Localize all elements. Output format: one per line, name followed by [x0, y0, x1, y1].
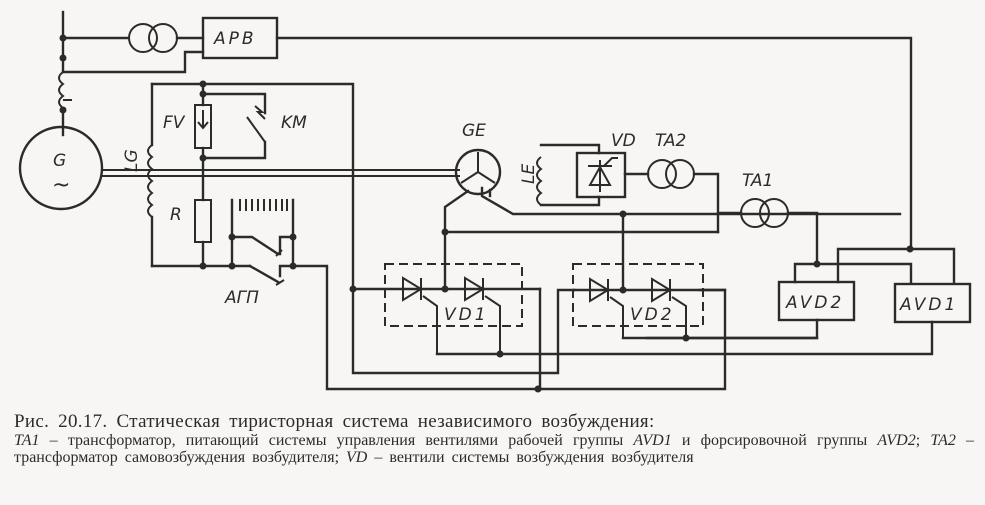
exciter-field-le: LE — [519, 143, 601, 207]
le-label: LE — [519, 164, 539, 184]
shaft — [102, 169, 460, 177]
exciter-ge: GE — [454, 121, 502, 196]
junction-dot — [289, 233, 297, 241]
caption-part: AVD1 — [633, 432, 672, 449]
caption-part: – трансформатор самовозбуждения возбудит… — [14, 432, 975, 466]
contactor-km: KM — [201, 92, 307, 160]
junction-dot — [496, 350, 504, 358]
ac-symbol: ~ — [52, 173, 70, 198]
junction-dot — [59, 54, 67, 62]
excitation-circuit-diagram: АРВ G ~ LG FV KM — [18, 10, 972, 393]
avd1-box: AVD1 — [893, 282, 972, 324]
caption-part: TA1 — [14, 432, 40, 449]
apb-transformer — [128, 23, 178, 53]
apb-label: АРВ — [213, 29, 257, 49]
caption-part: TA2 — [930, 432, 956, 449]
junction-dot — [199, 262, 207, 270]
generator-g: G ~ — [18, 125, 104, 211]
bus-current-coil — [58, 71, 72, 109]
vd1-label: VD1 — [444, 305, 489, 325]
caption-part: ; — [915, 432, 931, 449]
caption-part: AVD2 — [877, 432, 916, 449]
arc-chute — [239, 199, 288, 211]
ta2-label: TA2 — [655, 131, 686, 151]
ta1-label: TA1 — [742, 171, 773, 191]
caption-part: – вентили системы возбуждения возбудител… — [367, 449, 694, 466]
rotor-winding-lg: LG — [122, 82, 154, 268]
fv-label: FV — [163, 113, 186, 133]
avd1-label: AVD1 — [899, 295, 958, 315]
figure-caption: Рис. 20.17. Статическая тиристорная сист… — [14, 411, 974, 467]
caption-part: – трансформатор, питающий системы управл… — [39, 432, 634, 449]
junction-dot — [441, 285, 449, 293]
caption-title: Рис. 20.17. Статическая тиристорная сист… — [14, 411, 655, 432]
junction-dot — [59, 106, 67, 114]
generator-label: G — [53, 151, 66, 171]
avd2-label: AVD2 — [785, 293, 844, 313]
thyristor-vd: VD — [575, 131, 636, 199]
lg-label: LG — [122, 149, 142, 172]
field-breaker-agp: АГП — [224, 198, 295, 308]
thyristor-group-vd2: VD2 — [572, 263, 727, 342]
arrester-fv: FV — [163, 82, 212, 202]
apb-box: АРВ — [201, 16, 279, 60]
caption-part: VD — [346, 449, 368, 466]
resistor-r: R — [170, 199, 212, 268]
caption-body: TA1 – трансформатор, питающий системы уп… — [14, 432, 974, 466]
ge-label: GE — [462, 121, 486, 141]
caption-part: и форсировочной группы — [671, 432, 878, 449]
vd2-label: VD2 — [630, 305, 675, 325]
km-label: KM — [281, 113, 307, 133]
transformer-ta2: TA2 — [647, 131, 695, 189]
junction-dot — [228, 233, 236, 241]
vd-label: VD — [611, 131, 636, 151]
thyristor-group-vd1: VD1 — [384, 263, 542, 358]
avd2-box: AVD2 — [777, 280, 856, 322]
transformer-ta1: TA1 — [740, 171, 789, 228]
agp-label: АГП — [224, 288, 259, 308]
r-label: R — [170, 205, 182, 225]
junction-dot — [619, 286, 627, 294]
